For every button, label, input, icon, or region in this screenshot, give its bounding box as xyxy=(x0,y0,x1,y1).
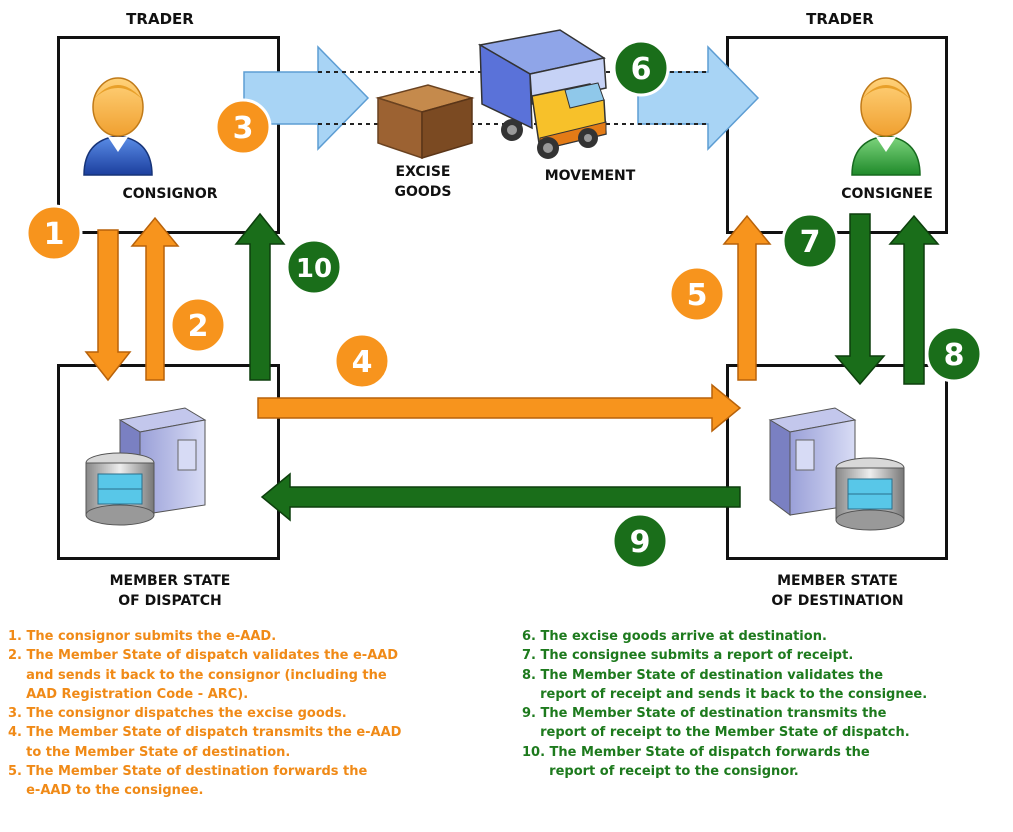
ms-dispatch-label-line1: MEMBER STATE xyxy=(109,573,231,589)
legend-left-line: e-AAD to the consignee. xyxy=(8,783,204,799)
legend-left-line: AAD Registration Code - ARC). xyxy=(8,686,249,702)
legend-right-line: report of receipt to the Member State of… xyxy=(522,725,910,741)
legend-right-line: 8. The Member State of destination valid… xyxy=(522,667,884,683)
step-10-badge: 10 xyxy=(285,238,343,296)
legend-left-line: 1. The consignor submits the e-AAD. xyxy=(8,629,277,644)
consignee-person-icon xyxy=(851,77,921,176)
arrow-8-up xyxy=(888,214,940,385)
server-dispatch-icon xyxy=(85,407,207,526)
arrow-2-up xyxy=(130,216,180,381)
legend-left-line: 5. The Member State of destination forwa… xyxy=(8,764,368,780)
svg-text:9: 9 xyxy=(630,525,651,560)
arrow-9-left xyxy=(260,472,741,522)
ms-destination-label-line1: MEMBER STATE xyxy=(777,573,898,589)
legend-right-line: 7. The consignee submits a report of rec… xyxy=(522,648,854,664)
arrow-7-down xyxy=(834,213,886,386)
trader-right-label: TRADER xyxy=(806,10,874,28)
arrow-5-up xyxy=(722,214,772,381)
step-2-badge: 2 xyxy=(169,296,227,354)
arrow-10-up xyxy=(234,212,286,381)
ms-dispatch-label-line2: OF DISPATCH xyxy=(118,593,222,609)
svg-text:5: 5 xyxy=(687,278,708,313)
legend-right-line: 6. The excise goods arrive at destinatio… xyxy=(522,629,827,644)
svg-text:4: 4 xyxy=(352,345,373,380)
server-destination-icon xyxy=(768,407,905,531)
excise-goods-label-line1: EXCISE xyxy=(395,164,451,180)
legend-right-line: report of receipt and sends it back to t… xyxy=(522,686,928,702)
consignor-label: CONSIGNOR xyxy=(122,186,218,202)
legend-right-line: 9. The Member State of destination trans… xyxy=(522,706,887,722)
legend-left-line: 2. The Member State of dispatch validate… xyxy=(8,648,399,664)
svg-text:2: 2 xyxy=(188,309,209,344)
legend-right: 6. The excise goods arrive at destinatio… xyxy=(522,627,927,781)
step-4-badge: 4 xyxy=(333,332,391,390)
svg-text:7: 7 xyxy=(800,225,821,260)
step-9-badge: 9 xyxy=(611,512,669,570)
svg-text:6: 6 xyxy=(631,52,652,87)
legend-right-line: 10. The Member State of dispatch forward… xyxy=(522,744,870,760)
movement-label: MOVEMENT xyxy=(544,168,636,184)
consignee-label: CONSIGNEE xyxy=(841,186,933,202)
step-8-badge: 8 xyxy=(925,325,983,383)
legend-right-line: report of receipt to the consignor. xyxy=(522,764,799,780)
legend-left-line: and sends it back to the consignor (incl… xyxy=(8,667,387,683)
svg-text:3: 3 xyxy=(233,111,254,146)
step-3-badge: 3 xyxy=(214,98,272,156)
step-5-badge: 5 xyxy=(668,265,726,323)
trader-left-label: TRADER xyxy=(126,10,194,28)
box-icon xyxy=(375,84,475,160)
step-7-badge: 7 xyxy=(781,212,839,270)
legend-left-line: to the Member State of destination. xyxy=(8,744,291,760)
legend-left-line: 4. The Member State of dispatch transmit… xyxy=(8,725,402,741)
truck-icon xyxy=(477,29,607,159)
consignee-box xyxy=(726,36,948,234)
step-1-badge: 1 xyxy=(25,204,83,262)
svg-text:10: 10 xyxy=(296,254,332,284)
legend-left: 1. The consignor submits the e-AAD. 2. T… xyxy=(8,627,401,801)
svg-text:8: 8 xyxy=(944,338,965,373)
ms-destination-label-line2: OF DESTINATION xyxy=(771,593,904,609)
consignor-person-icon xyxy=(83,77,153,176)
legend-left-line: 3. The consignor dispatches the excise g… xyxy=(8,706,347,722)
step-6-badge: 6 xyxy=(612,39,670,97)
arrow-1-down xyxy=(84,229,132,382)
excise-goods-label-line2: GOODS xyxy=(394,184,452,200)
svg-text:1: 1 xyxy=(44,217,65,252)
arrow-4-right xyxy=(257,383,742,433)
